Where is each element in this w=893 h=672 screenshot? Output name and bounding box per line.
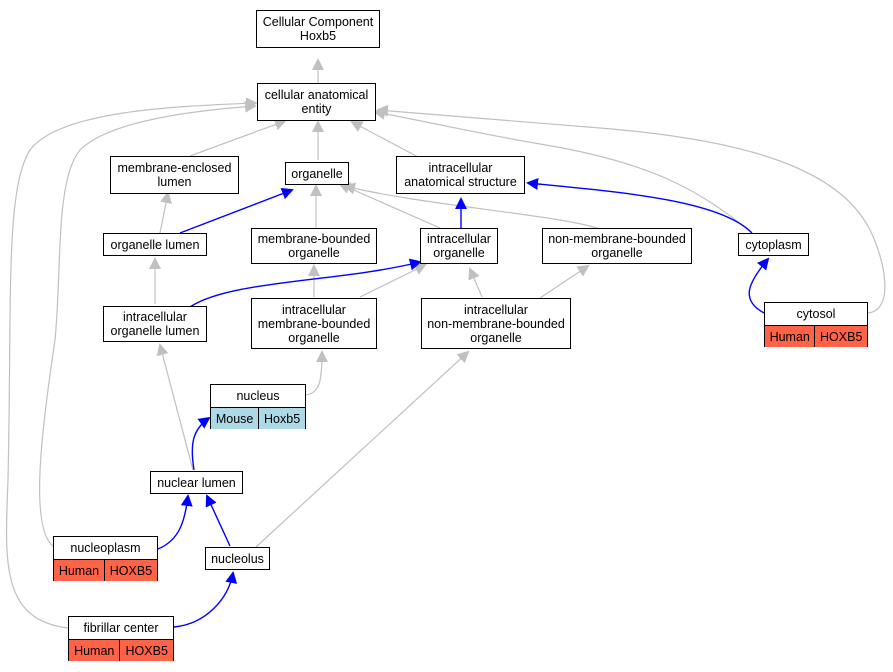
gene-badge: HOXB5 [814, 326, 867, 347]
edge-fibrillar-nucleolus-blue [173, 571, 238, 628]
node-cytosol[interactable]: cytosol Human HOXB5 [764, 302, 868, 347]
node-cellular-component-root[interactable]: Cellular Component Hoxb5 [256, 10, 380, 48]
edge-nucleoplasm-cae [39, 100, 257, 548]
edge-nucleus-imbo [305, 350, 328, 396]
edge-cytoplasm-cae [373, 107, 753, 234]
species-badge: Human [69, 640, 120, 661]
edge-nucleoplasm-nuclearlumen-blue [157, 494, 193, 550]
node-label: membrane-bounded organelle [257, 232, 371, 260]
edge-cytosol-cytoplasm-blue [748, 257, 770, 314]
node-intracellular-non-membrane-bounded-organelle[interactable]: intracellular non-membrane-bounded organ… [421, 298, 571, 349]
node-intracellular-membrane-bounded-organelle[interactable]: intracellular membrane-bounded organelle [251, 298, 377, 349]
species-badge: Mouse [211, 408, 259, 429]
edge-ol-mel [159, 191, 172, 234]
species-badge: Human [765, 326, 815, 347]
edge-fibrillar-cae [5, 97, 258, 629]
node-non-membrane-bounded-organelle[interactable]: non-membrane-bounded organelle [542, 228, 692, 264]
node-organelle[interactable]: organelle [285, 162, 349, 185]
edge-cytosol-cae [376, 104, 886, 314]
node-label: fibrillar center [69, 617, 173, 640]
edge-iol-io-blue [189, 258, 422, 308]
node-label: nuclear lumen [157, 475, 236, 490]
node-label: intracellular membrane-bounded organelle [257, 302, 371, 345]
edge-mel-cae [189, 118, 287, 157]
edge-inmbo-nmbo [539, 264, 590, 299]
node-label: intracellular anatomical structure [404, 161, 517, 189]
node-label: intracellular non-membrane-bounded organ… [427, 302, 565, 345]
gene-badge: HOXB5 [119, 640, 173, 661]
node-label: intracellular organelle [427, 232, 491, 260]
edge-nucleolus-inmbo [255, 350, 470, 548]
node-label: organelle lumen [110, 237, 200, 252]
gene-badge: HOXB5 [103, 560, 157, 581]
node-label: intracellular organelle lumen [110, 310, 200, 338]
edge-imbo-io [359, 264, 427, 298]
edge-nmbo-organelle [343, 182, 601, 230]
node-label: nucleus [211, 385, 305, 408]
node-membrane-enclosed-lumen[interactable]: membrane-enclosed lumen [110, 156, 239, 194]
edge-nuclearlumen-nucleus-blue [191, 416, 211, 471]
node-label: cytosol [765, 303, 867, 326]
node-label: non-membrane-bounded organelle [548, 232, 686, 260]
edge-cytoplasm-ias-blue [526, 178, 753, 234]
node-intracellular-organelle[interactable]: intracellular organelle [420, 228, 498, 264]
node-label: organelle [291, 166, 343, 181]
node-cytoplasm[interactable]: cytoplasm [738, 233, 809, 256]
node-label: cellular anatomical entity [264, 88, 369, 116]
node-membrane-bounded-organelle[interactable]: membrane-bounded organelle [251, 228, 377, 264]
node-fibrillar-center[interactable]: fibrillar center Human HOXB5 [68, 616, 174, 661]
node-label: membrane-enclosed lumen [117, 161, 232, 189]
node-nucleolus[interactable]: nucleolus [205, 547, 270, 570]
node-label: nucleoplasm [54, 537, 157, 560]
node-label: cytoplasm [745, 237, 802, 252]
edge-nucleolus-nuclearlumen-blue [205, 494, 231, 547]
node-intracellular-anatomical-structure[interactable]: intracellular anatomical structure [396, 156, 525, 194]
gene-badge: Hoxb5 [258, 408, 306, 429]
node-intracellular-organelle-lumen[interactable]: intracellular organelle lumen [103, 306, 207, 342]
edge-ias-cae [350, 121, 421, 159]
edge-ol-organelle-blue [179, 187, 294, 234]
edge-nuclearlumen-iol [156, 343, 194, 471]
node-nucleus[interactable]: nucleus Mouse Hoxb5 [210, 384, 306, 429]
edge-inmbo-io [468, 267, 483, 298]
node-nucleoplasm[interactable]: nucleoplasm Human HOXB5 [53, 536, 158, 581]
species-badge: Human [54, 560, 104, 581]
node-label: nucleolus [211, 551, 264, 566]
node-nuclear-lumen[interactable]: nuclear lumen [150, 471, 243, 494]
node-cellular-anatomical-entity[interactable]: cellular anatomical entity [257, 83, 376, 121]
node-organelle-lumen[interactable]: organelle lumen [103, 233, 207, 256]
node-label: Cellular Component Hoxb5 [262, 15, 374, 43]
edge-io-organelle [338, 182, 441, 229]
